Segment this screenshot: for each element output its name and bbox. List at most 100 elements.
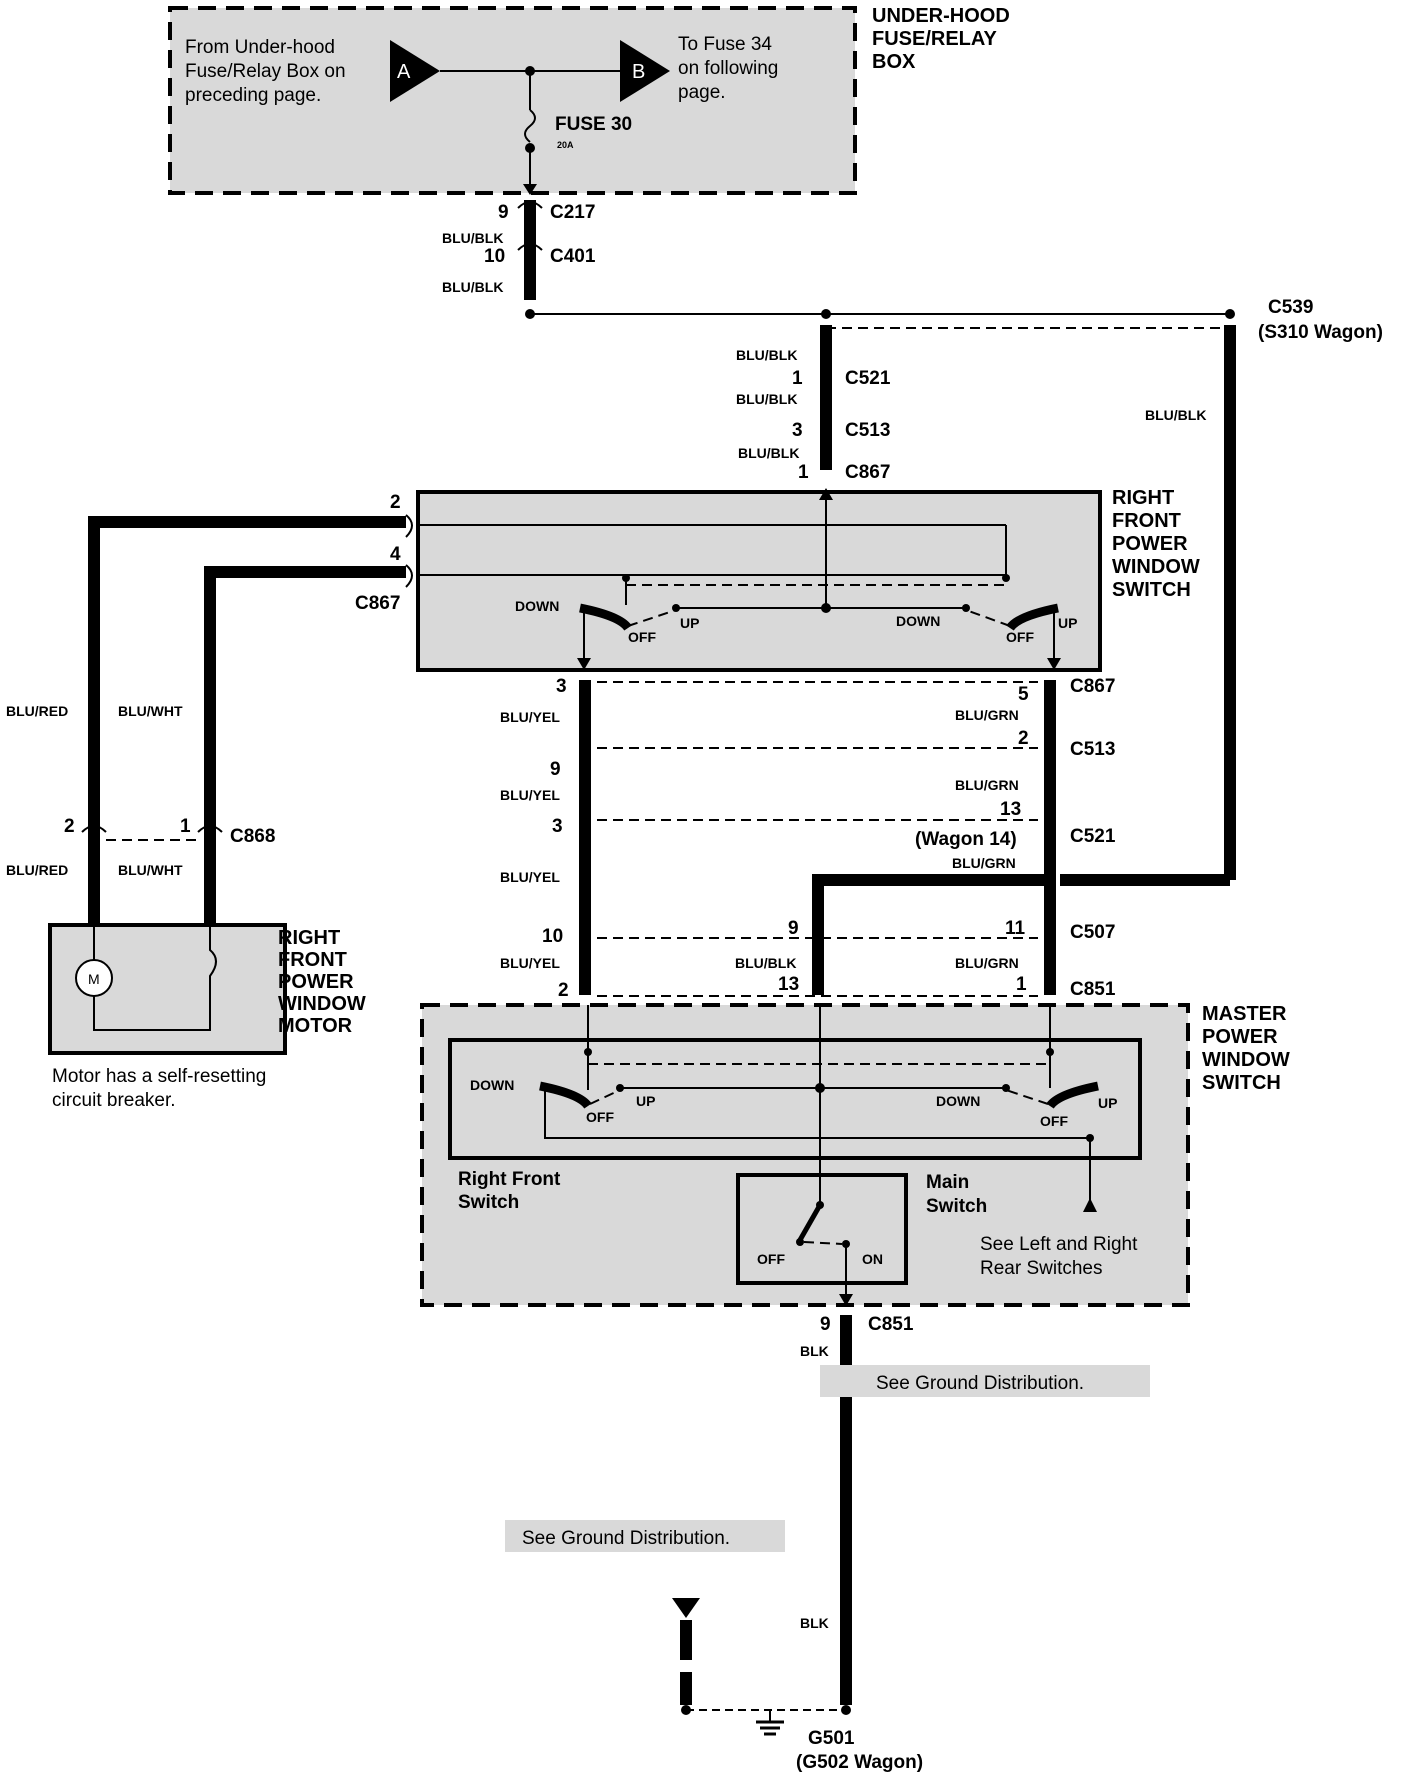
- c867-top-pin: 1: [798, 462, 809, 483]
- rf-right-throw: [965, 609, 1011, 627]
- motor-wires: BLU/RED BLU/WHT 2 1 C868 BLU/RED BLU/WHT: [6, 516, 406, 925]
- master-right-up: UP: [1098, 1095, 1117, 1111]
- rf-left-dot: [622, 574, 630, 582]
- wire-label-blk-1: BLK: [800, 1343, 829, 1359]
- circuit-breaker-icon: [209, 925, 217, 1002]
- c217-connector-icon: [517, 201, 543, 209]
- rf-left-off: OFF: [628, 629, 656, 645]
- main-switch-on: ON: [862, 1251, 883, 1267]
- node-b-label: B: [632, 61, 645, 83]
- c851-pin1: 1: [1016, 974, 1027, 995]
- rf-right-arrow-icon: [1047, 658, 1061, 670]
- main-switch-frame: [736, 1173, 908, 1285]
- see-rear-2: Rear Switches: [980, 1258, 1103, 1279]
- rf-power-window-motor: M RIGHT FRONT POWER WINDOW MOTOR Motor h…: [48, 923, 366, 1111]
- motor-title-5: MOTOR: [278, 1015, 353, 1037]
- fuse-box-title-3: BOX: [872, 51, 916, 73]
- master-title-2: POWER: [1202, 1026, 1278, 1048]
- wire-label-blu-grn-1: BLU/GRN: [955, 707, 1019, 723]
- c867-top-label: C867: [845, 462, 890, 483]
- c867-left-pin4: 4: [390, 544, 401, 565]
- c851-bot-pin: 9: [820, 1314, 831, 1335]
- rf-left-throw: [627, 609, 677, 627]
- blu-red-wire: [88, 516, 406, 925]
- main-switch-label-2: Switch: [926, 1196, 987, 1217]
- fuse-arrow-icon: [523, 184, 537, 195]
- wire-label-blu-yel-1: BLU/YEL: [500, 709, 560, 725]
- master-right-switch-icon: [1046, 1081, 1099, 1109]
- master-right-down: DOWN: [936, 1093, 980, 1109]
- ground-note-1-bg: [820, 1365, 1150, 1397]
- master-title-4: SWITCH: [1202, 1072, 1281, 1094]
- c513-mid-pin2: 2: [1018, 728, 1029, 749]
- c401-connector-icon: [517, 243, 543, 251]
- g502-label: (G502 Wagon): [796, 1752, 923, 1773]
- c851-top-label: C851: [1070, 979, 1116, 1000]
- master-left-off: OFF: [586, 1109, 614, 1125]
- rf-right-up: UP: [1058, 615, 1077, 631]
- motor-title-1: RIGHT: [278, 927, 340, 949]
- fuse-relay-box: UNDER-HOOD FUSE/RELAY BOX From Under-hoo…: [168, 5, 1010, 195]
- fuse-rating: 20A: [557, 140, 574, 150]
- master-left-dot: [584, 1048, 592, 1056]
- from-note-2: Fuse/Relay Box on: [185, 61, 346, 82]
- c851-pin13: 13: [778, 974, 799, 995]
- node-a-label: A: [397, 61, 411, 83]
- wire-label-blu-blk-1: BLU/BLK: [442, 230, 503, 246]
- master-right-dot: [1046, 1048, 1054, 1056]
- master-right-off: OFF: [1040, 1113, 1068, 1129]
- c521-mid-label: C521: [1070, 826, 1116, 847]
- master-title-1: MASTER: [1202, 1003, 1287, 1025]
- master-title-3: WINDOW: [1202, 1049, 1290, 1071]
- c217-label: C217: [550, 202, 595, 223]
- master-down-return: [544, 1090, 1091, 1200]
- master-left-down: DOWN: [470, 1077, 514, 1093]
- wire-label-blu-wht-2: BLU/WHT: [118, 862, 183, 878]
- master-left-switch-icon: [539, 1081, 592, 1109]
- c867-left-connector-2: [405, 564, 413, 588]
- c867-mid-pin5: 5: [1018, 684, 1029, 705]
- ground-right-dot: [841, 1705, 851, 1715]
- c539-label-2: (S310 Wagon): [1258, 322, 1383, 343]
- motor-loop: [93, 996, 211, 1031]
- c507-pin10: 10: [542, 926, 563, 947]
- c868-connector-icon-2: [197, 825, 223, 833]
- motor-title-2: FRONT: [278, 949, 347, 971]
- wire-label-blu-yel-3: BLU/YEL: [500, 869, 560, 885]
- rf-center-dot: [821, 603, 831, 613]
- wire-label-blu-blk-5: BLU/BLK: [738, 445, 799, 461]
- c513-top-pin: 3: [792, 420, 803, 441]
- wire-label-blu-blk-4: BLU/BLK: [736, 391, 797, 407]
- to-note-3: page.: [678, 82, 726, 103]
- master-power-window-switch: MASTER POWER WINDOW SWITCH DOWN OFF UP D…: [420, 1003, 1290, 1307]
- rf-feed-arrow-icon: [819, 488, 833, 500]
- fuse-label: FUSE 30: [555, 114, 632, 135]
- from-note-3: preceding page.: [185, 85, 321, 106]
- wire-label-blu-yel-2: BLU/YEL: [500, 787, 560, 803]
- feed-junction-mid: [821, 309, 831, 319]
- wire-label-blu-blk-6: BLU/BLK: [1145, 407, 1206, 423]
- ground-left-dot: [681, 1705, 691, 1715]
- wire-label-blu-red-1: BLU/RED: [6, 703, 68, 719]
- rf-right-down: DOWN: [896, 613, 940, 629]
- wagon-feed: BLU/BLK: [1060, 325, 1236, 886]
- wire-label-blu-grn-3: BLU/GRN: [952, 855, 1016, 871]
- c868-pin2: 2: [64, 816, 75, 837]
- master-left-up-contact: [616, 1084, 624, 1092]
- see-rear-1: See Left and Right: [980, 1234, 1138, 1255]
- c521-mid-pin3: 3: [552, 816, 563, 837]
- rf-left-up: UP: [680, 615, 699, 631]
- rf-right-switch-icon: [1006, 603, 1059, 631]
- c867-mid-label: C867: [1070, 676, 1115, 697]
- wire-label-blu-grn-4: BLU/GRN: [955, 955, 1019, 971]
- wire-label-blu-blk-7: BLU/BLK: [735, 955, 796, 971]
- master-rf-label-2: Switch: [458, 1192, 519, 1213]
- c851-pin2: 2: [558, 980, 569, 1001]
- fuse-box-title-1: UNDER-HOOD: [872, 5, 1010, 27]
- wire-label-blu-wht-1: BLU/WHT: [118, 703, 183, 719]
- feed-junction-right: [1225, 309, 1235, 319]
- wire-label-blu-red-2: BLU/RED: [6, 862, 68, 878]
- wire-label-blu-blk-2: BLU/BLK: [442, 279, 503, 295]
- c868-label: C868: [230, 826, 275, 847]
